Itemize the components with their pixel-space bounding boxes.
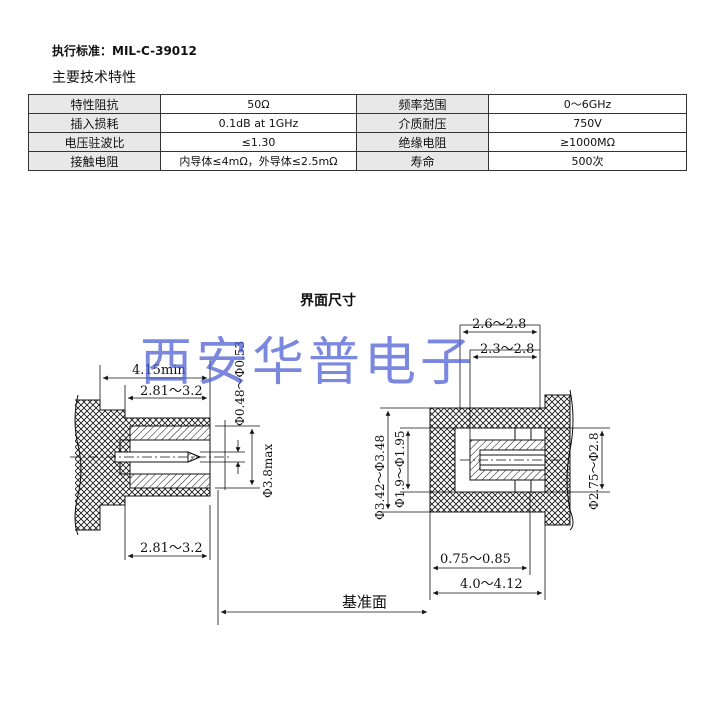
spec-value: ≤1.30 [160, 132, 357, 152]
spec-label: 频率范围 [356, 94, 489, 114]
dim-40: 4.0～4.12 [460, 577, 523, 592]
spec-label: 寿命 [356, 151, 489, 171]
spec-value: ≥1000MΩ [488, 132, 687, 152]
spec-table: 特性阻抗 50Ω 频率范围 0～6GHz 插入损耗 0.1dB at 1GHz … [28, 94, 687, 171]
spec-value: 500次 [488, 151, 687, 171]
spec-label: 绝缘电阻 [356, 132, 489, 152]
watermark: 西安华普电子 [140, 333, 477, 393]
dim-075: 0.75～0.85 [440, 552, 511, 567]
dim-2-81-bottom: 2.81～3.2 [140, 541, 203, 556]
spec-label: 介质耐压 [356, 113, 489, 133]
table-row: 插入损耗 0.1dB at 1GHz 介质耐压 750V [28, 113, 687, 133]
dim-2-6: 2.6～2.8 [472, 317, 526, 332]
table-row: 特性阻抗 50Ω 频率范围 0～6GHz [28, 94, 687, 114]
dim-2-3: 2.3～2.8 [480, 342, 534, 357]
spec-value: 内导体≤4mΩ，外导体≤2.5mΩ [160, 151, 357, 171]
dim-phi-19: Φ1.9～Φ1.95 [393, 431, 407, 508]
spec-section-title: 主要技术特性 [52, 70, 136, 86]
left-dimensions [99, 360, 260, 560]
right-dimensions [380, 324, 610, 600]
spec-label: 插入损耗 [28, 113, 161, 133]
table-row: 电压驻波比 ≤1.30 绝缘电阻 ≥1000MΩ [28, 132, 687, 152]
right-connector [429, 389, 574, 531]
left-connector [70, 394, 230, 536]
spec-label: 电压驻波比 [28, 132, 161, 152]
dim-phi-342: Φ3.42～Φ3.48 [373, 435, 387, 520]
reference-plane-label: 基准面 [342, 593, 388, 611]
table-row: 接触电阻 内导体≤4mΩ，外导体≤2.5mΩ 寿命 500次 [28, 151, 687, 171]
spec-label: 接触电阻 [28, 151, 161, 171]
dim-2-81-top: 2.81～3.2 [140, 384, 203, 399]
standard-label: 执行标准：MIL-C-39012 [52, 44, 197, 58]
dim-phi-38: Φ3.8max [261, 444, 275, 498]
spec-value: 750V [488, 113, 687, 133]
spec-value: 0.1dB at 1GHz [160, 113, 357, 133]
dim-phi-275: Φ2.75～Φ2.8 [587, 433, 601, 510]
diagram-title: 界面尺寸 [300, 293, 356, 309]
reference-plane-line [217, 490, 427, 625]
spec-value: 50Ω [160, 94, 357, 114]
dim-phi-048: Φ0.48～Φ0.53 [233, 341, 247, 426]
dim-4-15: 4.15min [132, 363, 186, 378]
spec-label: 特性阻抗 [28, 94, 161, 114]
